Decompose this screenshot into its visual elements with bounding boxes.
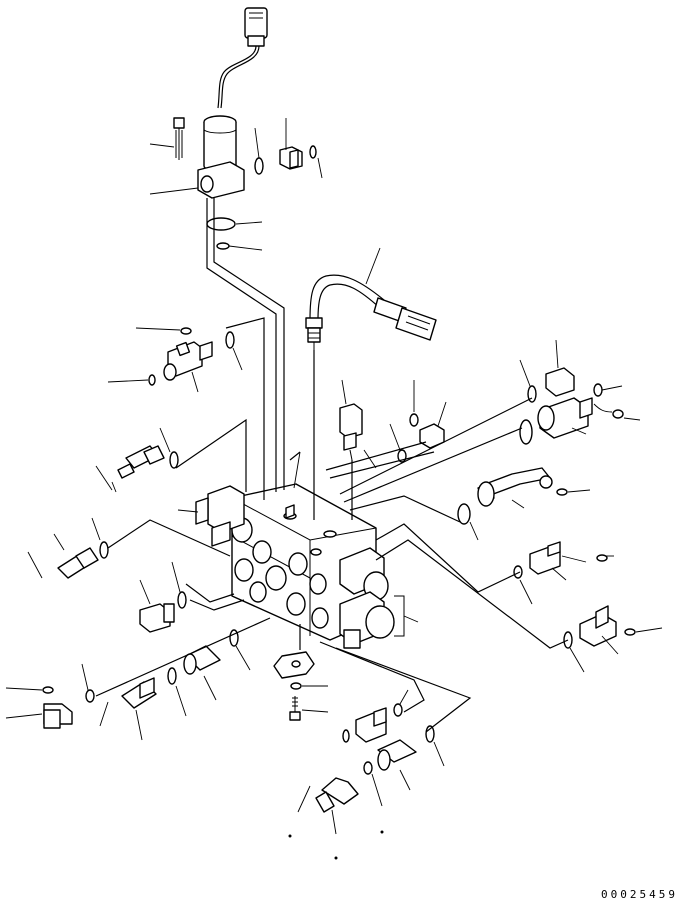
- drawing-reference-number: 00025459: [601, 888, 678, 901]
- pipe-routing-lines: [95, 198, 569, 733]
- solenoid-valve-assembly: [149, 7, 323, 251]
- center-connector: [339, 379, 447, 463]
- bottom-fittings: [273, 651, 445, 860]
- main-valve-block: [177, 483, 419, 649]
- left-fittings: [5, 327, 251, 741]
- right-fittings: [457, 339, 663, 673]
- pressure-sensor-assembly: [305, 247, 437, 352]
